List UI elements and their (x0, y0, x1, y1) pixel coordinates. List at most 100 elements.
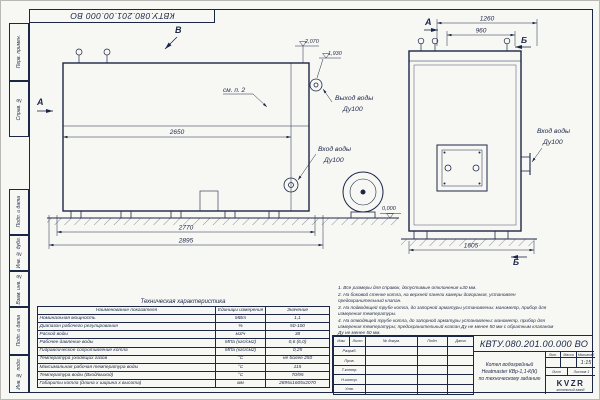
tb-h-izm: Изм. (333, 336, 350, 347)
tech-row: Диапазон рабочего регулирования%50-100 (37, 322, 330, 332)
note-item: 2. На боковой стенке котла, на верхней п… (338, 292, 516, 303)
tech-cell-units: МВт (215, 314, 266, 324)
tech-cell-units: °С (215, 370, 266, 380)
water-inlet-flange-end (521, 153, 531, 175)
scale-value: 1:15 (577, 358, 595, 368)
water-outlet-dn: Ду100 (342, 106, 363, 113)
water-inlet-dn-1: Ду100 (323, 157, 344, 164)
tech-cell-name: Максимальная рабочая температура воды (37, 362, 216, 372)
doc-number-flipped-box: КВТУ.080.201.00.000 ВО (29, 9, 215, 23)
title-block-doc-number: КВТУ.080.201.00.000 ВО (473, 336, 594, 352)
tb-h-list: Лист (349, 336, 366, 347)
tech-cell-value: 70/95 (265, 370, 330, 380)
dim-2770: 2770 (178, 225, 194, 232)
title-block-product-name: Котел водогрейный Heatmaster КВр-1,1-К(К… (473, 352, 545, 394)
section-marker-b-bottom: Б (513, 257, 519, 267)
dim-2895: 2895 (178, 238, 194, 245)
tech-table: Наименование показателя Единицы измерени… (37, 305, 330, 389)
dim-1260: 1260 (480, 16, 495, 23)
sheets-cell: Листов 1 (568, 368, 595, 376)
view-marker-a: А (424, 17, 432, 27)
water-outlet-flange (309, 78, 323, 92)
stamp-col-inv-dubl: Инв. № дубл. (9, 235, 29, 271)
title-block: Изм. Лист № докум. Подп. Дата Разраб. Пр… (332, 335, 595, 395)
tech-cell-units: МПа (кгс/см2) (215, 338, 266, 348)
title-block-revision-grid: Изм. Лист № докум. Подп. Дата Разраб. Пр… (333, 336, 474, 395)
tech-cell-value: 115 (265, 362, 330, 372)
tb-role-razrab: Разраб. (333, 345, 366, 357)
dimension-lines-right (408, 19, 543, 254)
stamp-col-podp-data-1: Подп. и дата (9, 189, 29, 235)
tech-cell-name: Рабочее давление воды (37, 338, 216, 348)
water-outlet-label: Выход воды (335, 94, 373, 102)
boiler-legs (70, 210, 280, 219)
tech-cell-name: Расход воды (37, 330, 216, 340)
section-marker-b-top: Б (521, 35, 527, 45)
water-inlet-dn-2: Ду100 (542, 139, 563, 146)
sheets-value: 1 (587, 369, 590, 374)
dim-1605: 1605 (464, 243, 479, 250)
tech-header-value: Значение (265, 305, 330, 316)
note-item: 4. На отводящей трубе котла, до запорной… (338, 317, 554, 335)
boiler-door (436, 144, 488, 192)
tech-cell-value: 1,1 (265, 314, 330, 324)
ground-hatch-right (401, 239, 537, 246)
tech-cell-value: 2895х1605х2070 (265, 378, 330, 389)
smoke-fan (342, 171, 384, 219)
water-inlet-flange-side (283, 177, 299, 193)
section-marker-a-side: А (36, 97, 44, 107)
boiler-end-view (401, 37, 537, 246)
tech-cell-units: МПа (кгс/см2) (215, 346, 266, 356)
note-item: 3. На подводящей трубе котла, до запорно… (338, 305, 547, 316)
tech-header-units: Единицы измерения (215, 305, 266, 316)
see-note-label: см. п. 2 (223, 87, 246, 94)
tech-row: Габариты котла (длина х ширина х высота)… (37, 378, 330, 389)
tech-header-row: Наименование показателя Единицы измерени… (37, 305, 330, 316)
tech-table-title: Техническая характеристика (140, 299, 226, 305)
stamp-col-sprav-no: Справ. № (9, 81, 29, 137)
tech-cell-value: 50-100 (265, 322, 330, 332)
product-line-1: Котел водогрейный (485, 362, 534, 369)
view-marker-v: В (175, 25, 182, 35)
tech-cell-units: м3/ч (215, 330, 266, 340)
view-arrow-v-icon (164, 36, 178, 50)
sheet-label: Лист (546, 368, 568, 376)
water-inlet-label-2: Вход воды (537, 127, 570, 135)
tech-cell-name: Диапазон рабочего регулирования (37, 322, 216, 332)
stamp-col-podp-data-2: Подп. и дата (9, 307, 29, 355)
end-view-legs (413, 230, 509, 240)
stamp-col-vzam-inv: Взам. инв. № (9, 271, 29, 307)
mass-label: Масса (561, 352, 577, 358)
tb-role-nkontr: Н.контр. (333, 374, 366, 385)
level-1930: 1,930 (328, 51, 343, 57)
dim-2650: 2650 (169, 129, 185, 136)
lit-label: Лит. (546, 352, 561, 358)
product-line-2: Heatmaster КВр-1,1-К(К) (481, 369, 538, 376)
tech-cell-name: Гидравлическое сопротивление котла (37, 346, 216, 356)
tb-h-dokum: № докум. (365, 336, 418, 347)
scale-label: Масштаб (577, 352, 595, 358)
tech-cell-units: °С (215, 362, 266, 372)
tech-cell-units: °С (215, 354, 266, 364)
tech-characteristics: Техническая характеристика Наименование … (37, 299, 330, 389)
boiler-end-body (408, 50, 522, 232)
tech-cell-value: не более 250 (265, 354, 330, 364)
water-inlet-label-1: Вход воды (318, 145, 351, 153)
tech-cell-name: Температура уходящих газов (37, 354, 216, 364)
company-cell: KVZR котельный завод (546, 376, 595, 394)
tb-h-podp: Подп. (417, 336, 448, 347)
tb-h-data: Дата (447, 336, 474, 347)
tech-cell-units: мм (215, 378, 266, 389)
tech-cell-value: 0,6 (6,0) (265, 338, 330, 348)
product-line-3: по техническому заданию (478, 376, 541, 383)
level-0000: 0,000 (382, 206, 397, 212)
stamp-col-inv-podl: Инв. № подл. (9, 355, 29, 393)
tb-role-utv: Утв. (333, 383, 366, 395)
tech-cell-name: Номинальная мощность (37, 314, 216, 324)
